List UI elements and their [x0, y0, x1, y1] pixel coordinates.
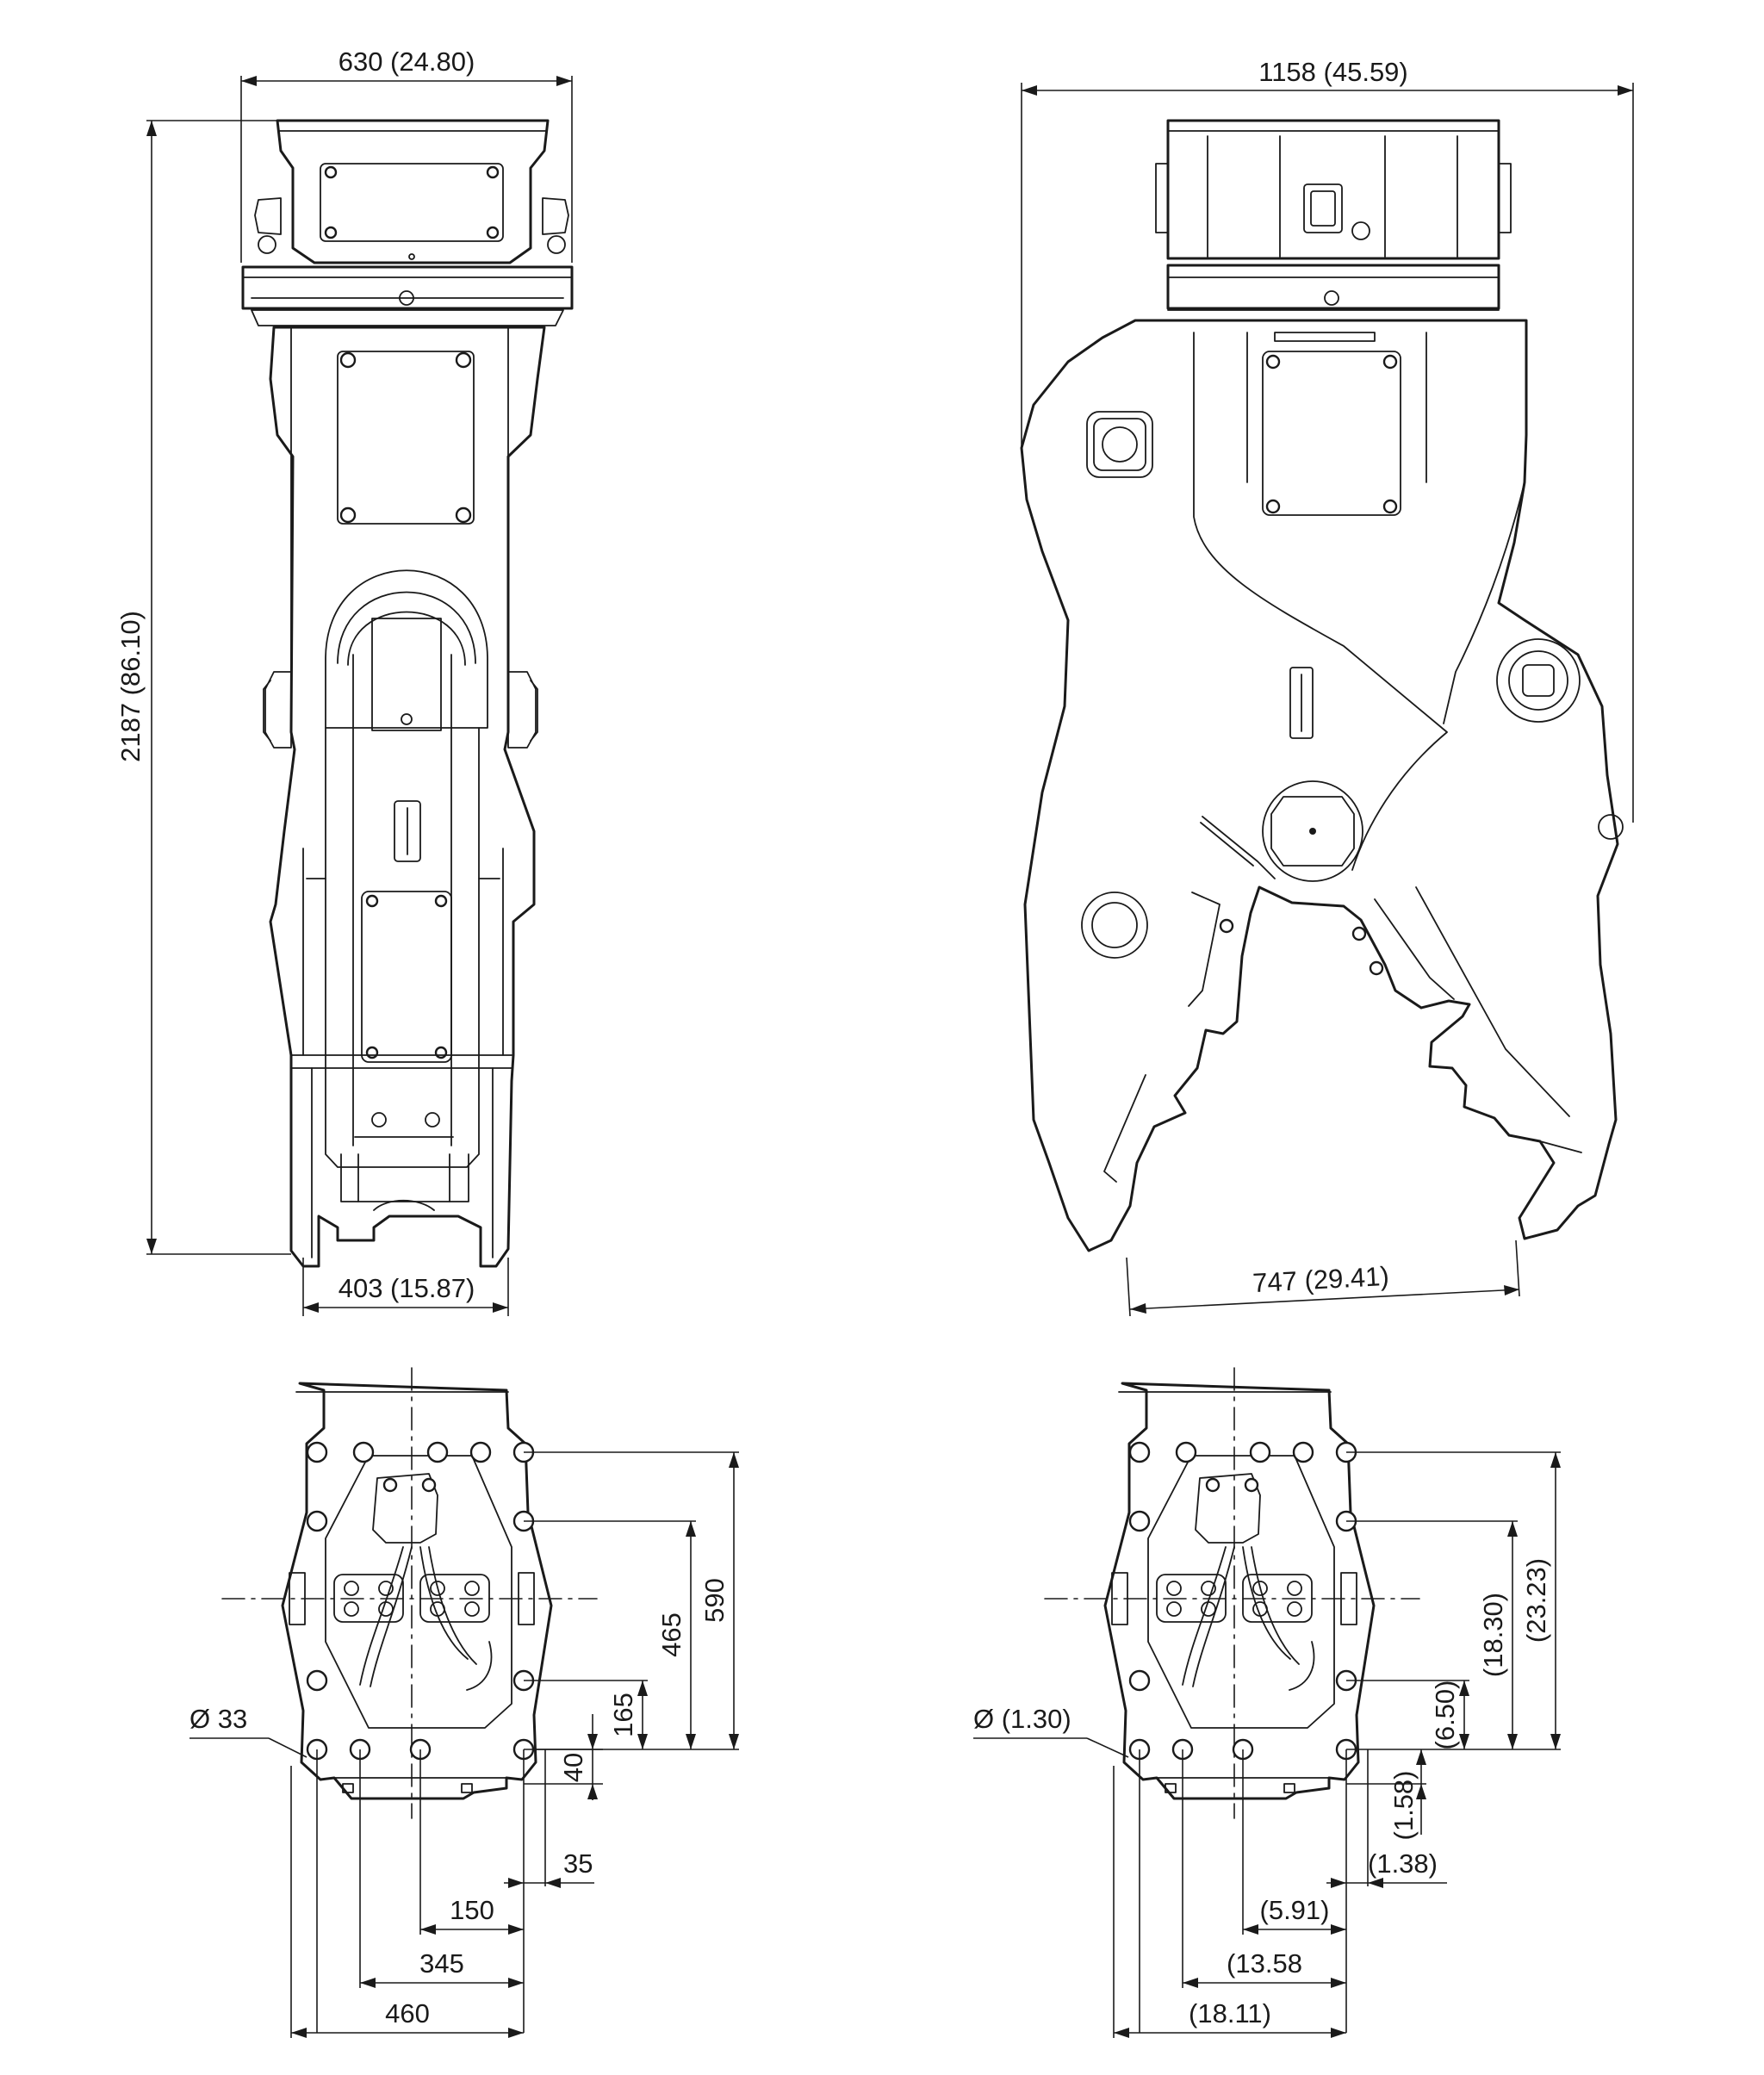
dim-side-bottom-width: 403 (15.87) — [339, 1273, 475, 1303]
dim-imperial-hole-dia: Ø (1.30) — [973, 1704, 1071, 1734]
dim-metric-h345: 345 — [419, 1948, 464, 1979]
dim-imperial-h345: (13.58 — [1227, 1948, 1302, 1979]
dim-metric-v165: 165 — [608, 1693, 638, 1737]
dim-metric-v465: 465 — [656, 1612, 686, 1657]
dim-jaw-opening: 747 (29.41) — [1252, 1261, 1389, 1298]
dim-metric-h150: 150 — [450, 1895, 494, 1925]
dim-imperial-h150: (5.91) — [1260, 1895, 1330, 1925]
plate-view-imperial — [1043, 1366, 1421, 1820]
dim-metric-hole-dia: Ø 33 — [189, 1704, 247, 1734]
dim-metric-h35: 35 — [563, 1848, 593, 1879]
plate-view-metric — [220, 1366, 599, 1820]
dim-imperial-v165: (6.50) — [1430, 1681, 1460, 1750]
dim-metric-h460: 460 — [385, 1998, 430, 2028]
dim-front-top-width: 1158 (45.59) — [1258, 57, 1408, 87]
dim-metric-v590: 590 — [699, 1578, 730, 1623]
dim-side-top-width: 630 (24.80) — [339, 47, 475, 77]
side-view — [241, 119, 574, 1268]
dimension-lines — [146, 76, 1634, 2038]
dim-imperial-h35: (1.38) — [1368, 1848, 1438, 1879]
dim-imperial-v40: (1.58) — [1388, 1771, 1419, 1841]
dim-imperial-h460: (18.11) — [1189, 1998, 1271, 2028]
front-view — [1020, 119, 1624, 1252]
dim-imperial-v590: (23.23) — [1521, 1558, 1551, 1643]
dim-side-height: 2187 (86.10) — [115, 611, 146, 762]
dim-metric-v40: 40 — [558, 1753, 588, 1782]
dim-imperial-v465: (18.30) — [1478, 1593, 1508, 1677]
